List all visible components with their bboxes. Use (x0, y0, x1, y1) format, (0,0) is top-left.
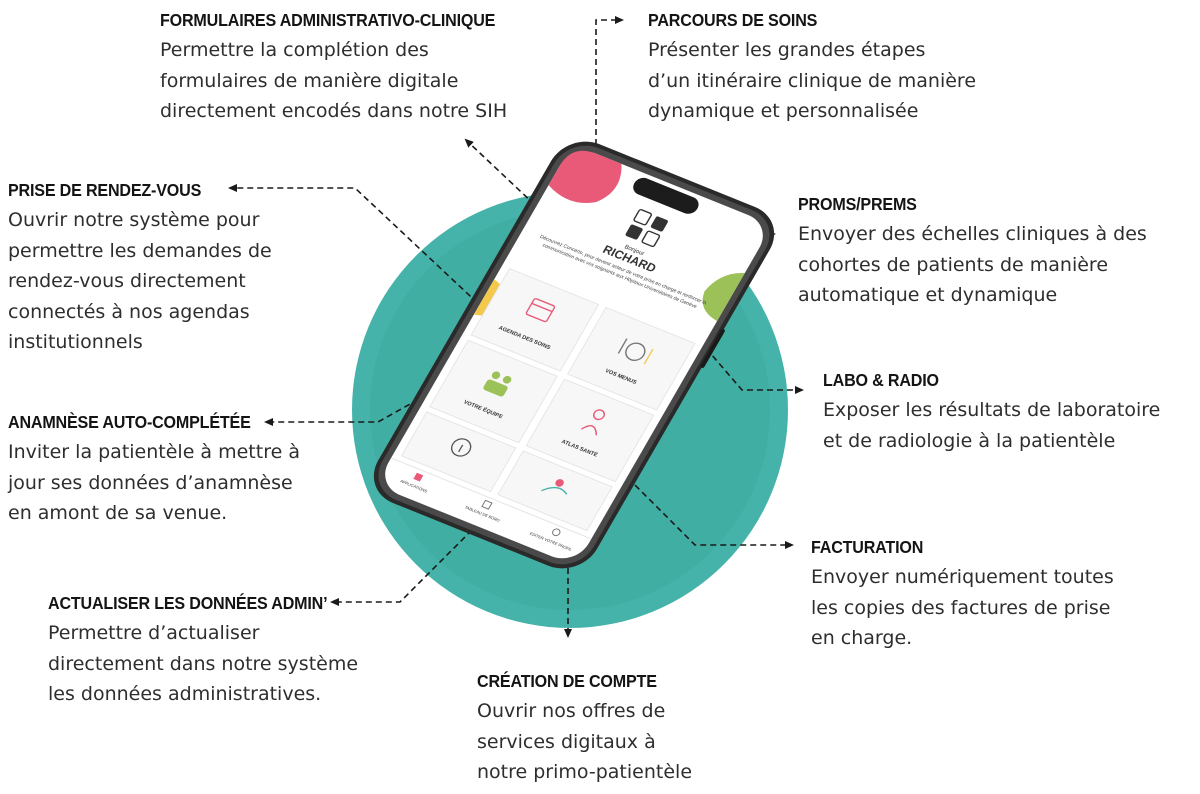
feature-desc-rdv: Ouvrir notre système pour permettre les … (8, 209, 272, 353)
feature-desc-facturation: Envoyer numériquement toutes les copies … (811, 566, 1114, 649)
hand-icon (541, 479, 568, 495)
tile-atlas[interactable] (525, 378, 655, 483)
feature-title-compte: Création de compte (477, 671, 657, 691)
phone-tiles: AGENDA DES SOINS VOS MENUS VOTRE ÉQUIPE … (400, 267, 696, 532)
feature-labo: Labo & Radio Exposer les résultats de la… (823, 369, 1160, 456)
feature-desc-proms: Envoyer des échelles cliniques à des coh… (798, 223, 1147, 306)
phone-side-button (700, 329, 725, 368)
feature-title-anamnese: Anamnèse auto-complétée (8, 412, 251, 432)
atlas-icon (581, 409, 606, 436)
tab-icon-profile[interactable] (551, 528, 561, 537)
feature-compte: Création de compte Ouvrir nos offres de … (477, 670, 692, 788)
feature-formulaires: Formulaires administrativo-clinique Perm… (160, 9, 524, 127)
feature-admin: Actualiser les données admin’ Permettre … (48, 592, 358, 710)
connector-admin (330, 529, 473, 606)
tile-agenda[interactable] (470, 267, 600, 372)
feature-desc-anamnese: Inviter la patientèle à mettre à jour se… (8, 441, 300, 524)
feature-title-rdv: Prise de rendez-vous (8, 180, 202, 200)
feature-parcours: Parcours de soins Présenter les grandes … (648, 9, 976, 127)
screen-blob-green (702, 273, 745, 322)
feature-desc-parcours: Présenter les grandes étapes d’un itinér… (648, 39, 977, 122)
connector-parcours (595, 16, 624, 165)
feature-facturation: Facturation Envoyer numériquement toutes… (811, 536, 1114, 654)
feature-title-facturation: Facturation (811, 537, 924, 557)
plate-icon (617, 338, 654, 365)
connector-facturation (627, 477, 794, 549)
tab-icon-dashboard[interactable] (481, 499, 493, 510)
feature-desc-labo: Exposer les résultats de laboratoire et … (823, 399, 1161, 452)
tile-info[interactable] (400, 411, 517, 493)
connector-rdv (228, 184, 486, 311)
app-logo-icon (625, 209, 668, 247)
tab-icon-applications[interactable] (413, 472, 424, 482)
feature-desc-compte: Ouvrir nos offres de services digitaux à… (477, 700, 693, 783)
feature-title-proms: PROMS/PREMS (798, 194, 917, 214)
feature-title-labo: Labo & Radio (823, 370, 939, 390)
info-icon (450, 438, 472, 457)
feature-title-parcours: Parcours de soins (648, 10, 818, 30)
phone-mockup: Bonjour RICHARD Découvrez Concerto, pour… (373, 141, 775, 569)
screen-blob-pink (548, 150, 622, 203)
feature-title-formulaires: Formulaires administrativo-clinique (160, 10, 496, 30)
connector-formulaires (464, 138, 536, 206)
feature-desc-admin: Permettre d’actualiser directement dans … (48, 622, 359, 705)
tile-menus[interactable] (566, 306, 696, 411)
feature-desc-formulaires: Permettre la complétion des formulaires … (160, 39, 508, 122)
phone-notch (633, 177, 699, 214)
feature-anamnese: Anamnèse auto-complétée Inviter la patie… (8, 411, 300, 529)
feature-title-admin: Actualiser les données admin’ (48, 593, 328, 613)
team-icon (483, 371, 512, 397)
feature-rdv: Prise de rendez-vous Ouvrir notre systèm… (8, 179, 272, 358)
feature-proms: PROMS/PREMS Envoyer des échelles cliniqu… (798, 193, 1147, 311)
tile-extra[interactable] (497, 450, 613, 532)
calendar-icon (525, 298, 556, 323)
